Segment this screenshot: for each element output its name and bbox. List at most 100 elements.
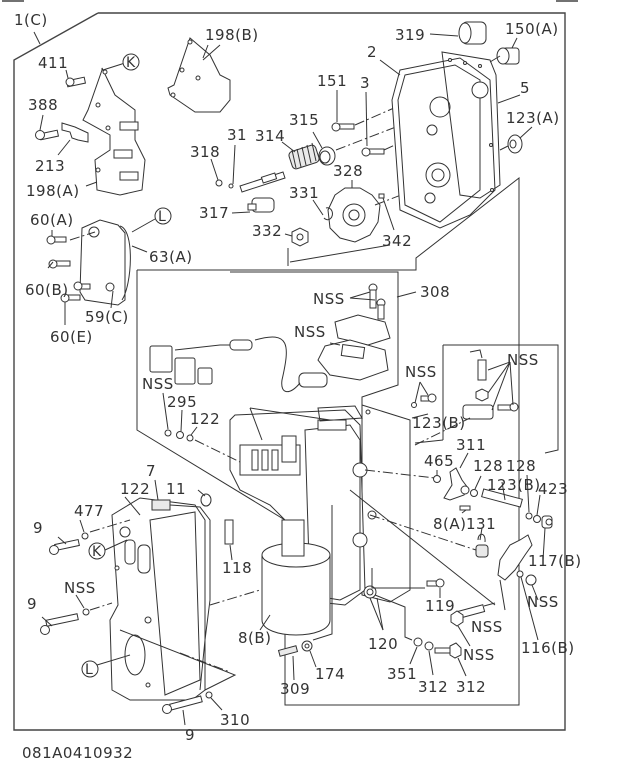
svg-text:K: K xyxy=(92,544,102,560)
axis-150a xyxy=(489,55,501,63)
label-nss-bolts: 120 xyxy=(368,635,398,653)
leader-7 xyxy=(124,496,141,516)
leader-nss4 xyxy=(249,407,263,441)
lever-nss-right xyxy=(462,349,519,420)
label-308: 308 xyxy=(420,283,450,301)
leader-116b xyxy=(499,579,506,611)
leader-131 xyxy=(461,509,467,514)
key-342 xyxy=(378,193,385,199)
leader-11 xyxy=(154,479,159,501)
leader-k-bottom xyxy=(104,539,128,551)
washer-128b xyxy=(470,489,478,497)
label-312a: 351 xyxy=(387,665,417,683)
axis-312 xyxy=(374,594,413,641)
governor-body xyxy=(229,405,377,606)
ref-circle-l-top: L xyxy=(154,207,172,225)
nut-119 xyxy=(525,574,537,586)
leader-123b-right xyxy=(526,474,530,513)
leader-198b xyxy=(202,44,209,59)
ring-315 xyxy=(318,146,336,166)
label-9c: 310 xyxy=(220,711,250,729)
label-388: 388 xyxy=(28,96,58,114)
box-nss-right xyxy=(443,344,559,454)
label-1c: 1(C) xyxy=(14,11,48,29)
leader-315 xyxy=(312,131,323,149)
axis-oring-left xyxy=(194,439,241,463)
leader-174 xyxy=(292,655,295,681)
bolt-60x xyxy=(73,281,91,291)
leader-31 xyxy=(232,144,236,185)
svg-text:L: L xyxy=(85,662,93,678)
label-3: 3 xyxy=(360,74,370,92)
leader-295 xyxy=(162,392,169,430)
leader-317 xyxy=(231,211,251,214)
label-nss-lower: 119 xyxy=(425,597,455,615)
label-310: 312 xyxy=(456,678,486,696)
leader-331 xyxy=(312,199,324,216)
leader-nss-right-2 xyxy=(487,361,511,394)
label-411: 411 xyxy=(38,54,68,72)
leader-9a xyxy=(79,519,85,533)
washer-9a xyxy=(81,532,89,540)
leader-nss-right-4 xyxy=(509,361,514,406)
label-60a: 60(A) xyxy=(30,211,74,229)
ref-circle-k-top: K xyxy=(122,53,140,71)
label-128a: 465 xyxy=(424,452,454,470)
label-117b: 131 xyxy=(466,515,496,533)
leader-117b xyxy=(479,527,483,541)
label-7: 122 xyxy=(120,480,150,498)
leader-k1 xyxy=(102,62,126,71)
label-8c: 9 xyxy=(185,726,195,744)
leader-nss3-b xyxy=(419,381,429,396)
spring-117b xyxy=(475,533,489,558)
leader-312a xyxy=(409,646,418,665)
axis-465 xyxy=(364,469,436,479)
leader-nss3 xyxy=(414,381,421,404)
label-328: 328 xyxy=(333,162,363,180)
oring-123b-left xyxy=(186,434,194,442)
clip-331 xyxy=(323,207,333,221)
leader-l-bottom xyxy=(96,654,131,666)
bolt-151 xyxy=(331,122,355,132)
leader-314 xyxy=(281,141,296,153)
bolt-3 xyxy=(361,147,385,157)
axis-cover7-b xyxy=(89,602,113,611)
label-9b: NSS xyxy=(64,579,96,597)
leader-411 xyxy=(65,69,69,79)
shaft-423 xyxy=(481,488,523,508)
label-151: 151 xyxy=(317,72,347,90)
axis-cover7-c xyxy=(119,629,237,691)
label-nss-311: NSS xyxy=(405,363,437,381)
leader-122-right xyxy=(536,494,541,516)
label-332: 332 xyxy=(252,222,282,240)
bolt-nss-lower xyxy=(426,578,445,588)
clip-213 xyxy=(61,122,89,143)
oring-123b-right xyxy=(525,512,533,520)
label-131: 8(A) xyxy=(433,515,467,533)
washer-122-left xyxy=(176,431,184,439)
label-465: 311 xyxy=(456,436,486,454)
leader-l-top xyxy=(131,218,156,233)
label-331: 331 xyxy=(289,184,319,202)
axis-60 xyxy=(69,231,96,241)
label-150a: 150(A) xyxy=(505,20,559,38)
leader-nss-right-3 xyxy=(491,361,511,411)
svg-text:L: L xyxy=(158,209,166,225)
label-123b-left: 122 xyxy=(190,410,220,428)
leader-198a xyxy=(85,181,98,187)
clip-120 xyxy=(516,570,524,578)
label-11: 7 xyxy=(146,462,156,480)
gasket-11 xyxy=(169,504,211,691)
label-174: 309 xyxy=(280,680,310,698)
inner-outline-edge-2 xyxy=(289,244,391,263)
bolt-310 xyxy=(434,642,462,659)
leader-2 xyxy=(379,59,401,76)
bolt-nss-311 xyxy=(411,393,437,408)
axis-cover7-a xyxy=(89,519,131,533)
washer-123a xyxy=(507,134,523,154)
leader-nss9-b xyxy=(376,597,384,631)
connector-harness xyxy=(149,336,301,393)
actuator-308 xyxy=(298,283,391,388)
spring-314 xyxy=(288,142,320,170)
